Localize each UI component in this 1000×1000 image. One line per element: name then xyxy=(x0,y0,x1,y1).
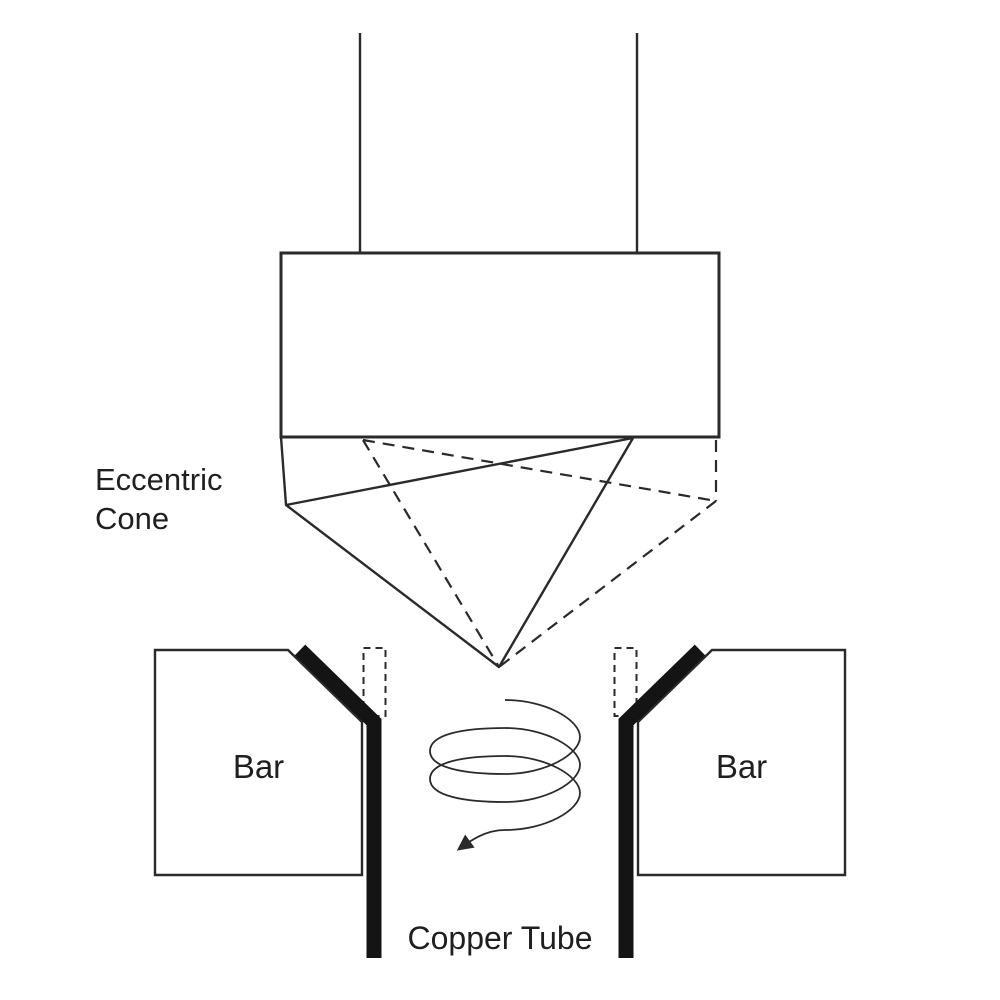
eccentric-cone-dashed-outline xyxy=(362,438,718,668)
eccentric-cone-label: Eccentric Cone xyxy=(95,460,222,538)
eccentric-cone-label-line2: Cone xyxy=(95,501,170,536)
spindle-shaft-lines xyxy=(358,33,639,253)
eccentric-cone-solid-outline xyxy=(279,436,635,669)
rotation-spiral-arrow-icon xyxy=(429,699,581,851)
bar-right-outline xyxy=(636,648,847,877)
bar-right-label: Bar xyxy=(715,748,768,785)
copper-tube-wall-left xyxy=(294,644,382,958)
bar-left-outline xyxy=(153,648,364,877)
copper-tube-label: Copper Tube xyxy=(407,920,593,956)
housing-block xyxy=(279,251,721,439)
copper-tube-wall-right xyxy=(618,644,706,958)
bar-left-label: Bar xyxy=(232,748,285,785)
eccentric-cone-label-line1: Eccentric xyxy=(95,462,223,497)
